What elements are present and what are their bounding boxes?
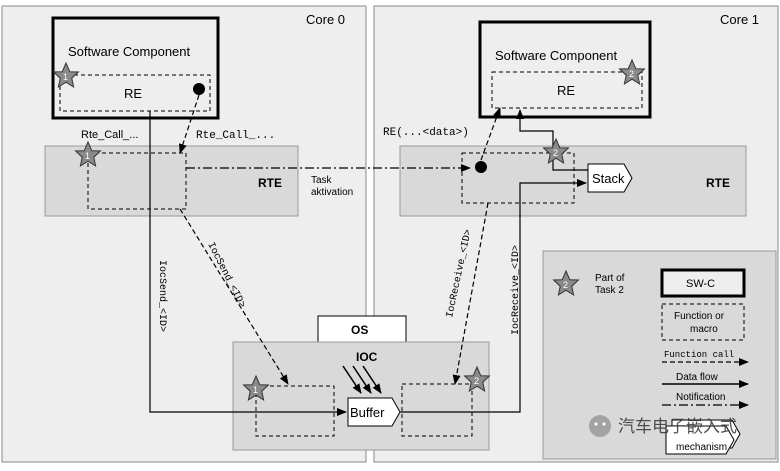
re-left-dot [193,83,205,95]
legend-function-box [661,303,745,341]
data-flow-right [400,179,587,413]
ioc-box [232,341,490,451]
notification-arrow-3 [362,365,382,394]
legend-swc-label: SW-C [686,278,715,290]
notification-arrow-1 [342,365,362,394]
rte-call-label-b: Rte_Call_... [196,130,275,142]
rte-left-label: RTE [258,176,282,190]
ioc-right-function-box [401,383,473,437]
rte-right-dot [475,161,487,173]
notification-arrow-2 [352,365,372,394]
wechat-icon [589,415,611,437]
rte-right-band [399,145,747,217]
swc-left-box [51,16,220,120]
stack-label: Stack [592,171,625,186]
os-label: OS [351,323,368,337]
star-1-rte-left: 1 [75,141,101,167]
task-activation-line2: aktivation [311,187,353,198]
star-2-rte-right: 2 [543,138,569,164]
ioc-left-function-box [255,385,335,437]
re-left-box [59,74,211,112]
legend-function-call-label: Function call [664,350,734,360]
svg-text:1: 1 [63,72,68,82]
swc-left-title: Software Component [68,44,191,59]
task-activation-line1: Task [311,175,333,186]
svg-text:2: 2 [474,376,479,386]
ioc-label: IOC [356,350,378,364]
star-1-ioc-left: 1 [243,375,269,401]
function-call-rte-to-ioc [179,208,289,385]
rte-call-label-a: Rte_Call_... [81,129,138,141]
re-data-label: RE(...<data>) [383,127,469,139]
watermark-text: 汽车电子嵌入式 [618,417,737,436]
iocreceive-right-label: IocReceive_<ID> [510,245,522,335]
svg-text:1: 1 [85,151,90,161]
re-right-label: RE [557,83,575,98]
svg-text:2: 2 [553,148,558,158]
stack-shape [587,163,633,193]
iocsend-left-label: IocSend_<ID> [156,260,168,332]
re-right-box [491,71,643,109]
buffer-shape [347,397,401,427]
star-2-ioc-right: 2 [464,366,490,392]
rte-left-function-box [87,152,187,210]
rte-right-label: RTE [706,176,730,190]
legend-part-of-task-line1: Part of [595,273,625,284]
svg-text:2: 2 [629,69,634,79]
legend-function-line1: Function or [674,311,725,322]
core1-label: Core 1 [720,12,759,27]
legend-mechanism-label: mechanism [676,442,727,453]
legend-data-flow-label: Data flow [676,372,718,383]
core0-label: Core 0 [306,12,345,27]
star-1-swc-left: 1 [53,62,79,88]
function-call-re-to-rte [179,94,200,154]
buffer-label: Buffer [350,405,385,420]
watermark: 汽车电子嵌入式 [589,415,737,437]
swc-right-title: Software Component [495,48,618,63]
svg-text:1: 1 [253,385,258,395]
legend-mechanism-shape [665,425,735,455]
data-flow-to-re [516,109,588,171]
function-call-rte-to-re [480,107,501,161]
function-call-ioc-to-rte [452,202,489,385]
legend-notification-label: Notification [676,392,725,403]
legend-swc-box [660,268,746,298]
legend-part-of-task-line2: Task 2 [595,285,624,296]
legend-function-line2: macro [690,324,718,335]
data-flow-left [149,111,347,416]
svg-text:2: 2 [563,280,568,290]
re-left-label: RE [124,86,142,101]
os-box [317,315,407,343]
rte-right-function-box [461,152,575,204]
star-2-swc-right: 2 [619,59,645,85]
legend-star-icon: 2 [553,270,579,296]
